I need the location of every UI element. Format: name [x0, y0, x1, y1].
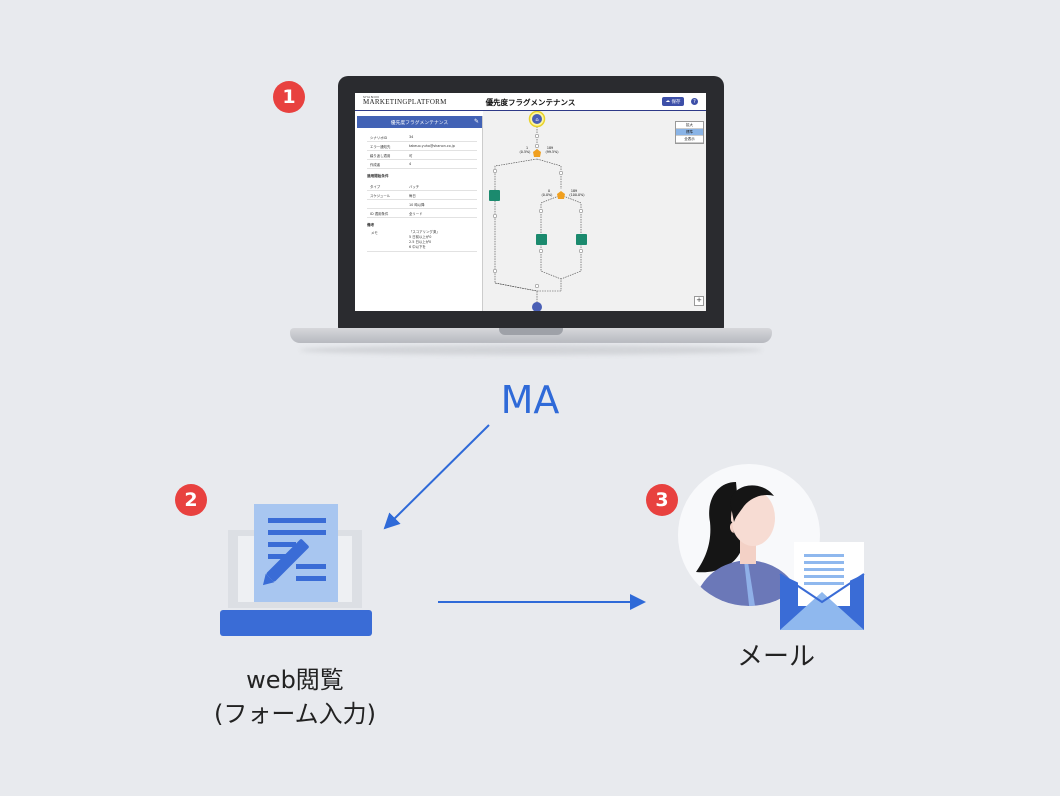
detail-row: 作成者 4 [367, 159, 477, 169]
section-note: 備考 [367, 223, 375, 227]
branch-node [533, 149, 541, 157]
flow-label: 189 [571, 189, 577, 193]
app-header: SHANON MARKETINGPLATFORM 優先度フラグメンテナンス ☁ … [355, 93, 706, 111]
badge-2: 2 [175, 484, 207, 516]
memo-line: 「スコアリング済」 [409, 230, 440, 234]
row-value: 毎日 [409, 194, 416, 198]
laptop-screen: SHANON MARKETINGPLATFORM 優先度フラグメンテナンス ☁ … [355, 93, 706, 311]
section-cond: 適用開始条件 [367, 174, 389, 178]
detail-row: タイプ バッチ [367, 181, 477, 191]
flow-label: 189 [547, 146, 553, 150]
panel-title: 優先度フラグメンテナンス [390, 120, 449, 126]
memo-line: 6 中以下を [409, 245, 426, 249]
row-key: 作成者 [370, 163, 381, 167]
row-key: タイプ [370, 185, 381, 189]
laptop-base [290, 328, 772, 343]
ma-label: MA [500, 378, 560, 422]
badge-1: 1 [273, 81, 305, 113]
screen-title: 優先度フラグメンテナンス [485, 98, 576, 107]
flow-label: (0.0%) [542, 193, 553, 197]
plus-button[interactable]: + [694, 296, 704, 306]
detail-row: 10 時以降 [367, 199, 477, 209]
detail-row: エラー通知先 takeuo.yuho@shanon.co.jp [367, 141, 477, 151]
detail-row: ID 適用条件 全リード [367, 208, 477, 218]
save-button[interactable]: ☁ 保存 [662, 97, 684, 106]
row-key: シナリオID [370, 136, 388, 140]
zoom-in-option[interactable]: 拡大 [676, 122, 703, 129]
detail-row: 繰り返し適用 可 [367, 150, 477, 160]
flow-canvas[interactable]: ⌂ 1 (0.5%) 189 (99.5%) 0 (0.0%) 189 (100… [483, 110, 706, 311]
edit-icon[interactable]: ✎ [473, 118, 479, 125]
row-value: 4 [409, 162, 412, 166]
row-key: エラー通知先 [370, 145, 391, 149]
row-value: takeuo.yuho@shanon.co.jp [409, 144, 455, 148]
row-value: 可 [409, 154, 413, 158]
detail-row: シナリオID 34 [367, 132, 477, 142]
help-icon[interactable]: ? [691, 98, 698, 105]
row-value: 10 時以降 [409, 203, 425, 207]
zoom-fit-option[interactable]: 全表示 [676, 136, 703, 143]
zoom-control: 拡大 標準 全表示 [675, 121, 704, 144]
mail-icon [779, 542, 865, 630]
flow-label: 0 [548, 189, 550, 193]
flow-label: (0.5%) [520, 150, 531, 154]
panel-header: 優先度フラグメンテナンス ✎ [357, 116, 482, 128]
memo-key: メモ [371, 231, 378, 235]
memo-line: 5 日前以上が0 [409, 235, 432, 239]
mail-caption: メール [736, 642, 815, 672]
row-key: 繰り返し適用 [370, 154, 391, 158]
web-caption-line1: web閲覧 [246, 666, 344, 694]
divider [367, 250, 477, 252]
row-value: 全リード [409, 212, 423, 216]
branch-node [557, 191, 565, 199]
scenario-panel: 優先度フラグメンテナンス ✎ シナリオID 34 エラー通知先 takeuo.yuh… [357, 116, 483, 311]
brand-small: SHANON [363, 95, 380, 99]
flow-label: (100.0%) [569, 193, 584, 197]
web-form-icon [220, 504, 372, 636]
end-node [532, 302, 542, 311]
laptop-shadow [300, 345, 762, 355]
action-node [536, 234, 547, 245]
brand-logo: MARKETINGPLATFORM [363, 98, 447, 106]
arrow-ma-to-web [383, 424, 490, 530]
laptop-notch [499, 328, 563, 335]
row-key: スケジュール [370, 194, 391, 198]
row-value: バッチ [409, 185, 420, 189]
row-key: ID 適用条件 [370, 212, 389, 216]
flow-label: 1 [526, 146, 528, 150]
flow-diagram: ⌂ 1 (0.5%) 189 (99.5%) 0 (0.0%) 189 (100… [489, 110, 587, 311]
action-node [489, 190, 500, 201]
zoom-standard-option[interactable]: 標準 [676, 129, 703, 136]
web-caption-line2: (フォーム入力) [213, 700, 376, 728]
badge-3: 3 [646, 484, 678, 516]
svg-text:⌂: ⌂ [535, 117, 538, 123]
detail-row: スケジュール 毎日 [367, 190, 477, 200]
memo-line: 2.5 日以上が0 [409, 240, 432, 244]
flow-label: (99.5%) [545, 150, 558, 154]
row-value: 34 [409, 135, 414, 139]
save-label: 保存 [671, 99, 681, 105]
action-node [576, 234, 587, 245]
person-mail-illustration [678, 464, 865, 630]
